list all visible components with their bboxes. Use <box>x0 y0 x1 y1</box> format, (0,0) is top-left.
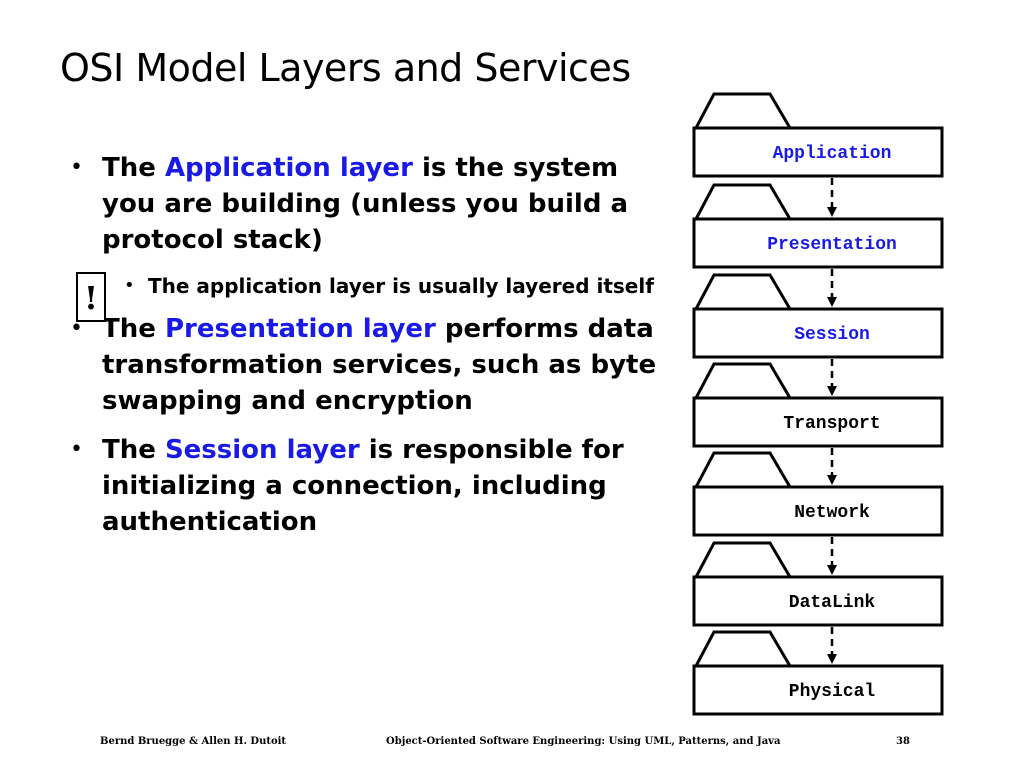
arrowhead-session <box>827 386 837 396</box>
bullet-text: is responsible for initializing a connec… <box>102 435 624 537</box>
layer-box-physical <box>692 664 944 716</box>
package-tab-application <box>694 92 792 129</box>
arrowhead-application <box>827 207 837 217</box>
layer-label-application: Application <box>773 144 892 164</box>
bullet-list: • The Application layer is the system yo… <box>70 150 680 553</box>
package-tab-physical <box>694 630 792 667</box>
slide-title: OSI Model Layers and Services <box>60 46 631 90</box>
layer-label-physical: Physical <box>789 682 876 702</box>
bullet-session: • The Session layer is responsible for i… <box>70 432 680 540</box>
layer-box-network <box>692 485 944 537</box>
bullet-dot: • <box>70 316 83 341</box>
bullet-pre: The <box>102 314 165 344</box>
bullet-highlight: Presentation layer <box>164 314 436 344</box>
package-tab-datalink <box>694 541 792 578</box>
bullet-text: is the system you are building (unless y… <box>102 153 629 255</box>
exclamation-note-icon: ! <box>76 272 106 322</box>
bullet-pre: The <box>102 435 165 465</box>
osi-layer-diagram: ApplicationPresentationSessionTransportN… <box>692 92 944 716</box>
sub-bullet-application: • The application layer is usually layer… <box>70 271 680 301</box>
package-tab-session <box>694 273 792 310</box>
bullet-highlight: Application layer <box>164 153 413 183</box>
layer-label-transport: Transport <box>783 414 880 434</box>
bullet-application: • The Application layer is the system yo… <box>70 150 680 258</box>
bullet-dot: • <box>70 437 83 462</box>
layer-box-presentation <box>692 217 944 269</box>
footer-book-title: Object-Oriented Software Engineering: Us… <box>386 736 781 747</box>
arrowhead-presentation <box>827 297 837 307</box>
arrowhead-transport <box>827 475 837 485</box>
layer-box-session <box>692 307 944 359</box>
footer-page-number: 38 <box>896 736 910 747</box>
package-tab-transport <box>694 362 792 399</box>
layer-label-datalink: DataLink <box>789 593 876 613</box>
bullet-presentation: • The Presentation layer performs data t… <box>70 311 680 419</box>
sub-bullet-text: The application layer is usually layered… <box>148 274 654 298</box>
arrowhead-network <box>827 565 837 575</box>
bullet-text: performs data transformation services, s… <box>102 314 657 416</box>
layer-label-session: Session <box>794 325 870 345</box>
footer-authors: Bernd Bruegge & Allen H. Dutoit <box>100 736 287 747</box>
bullet-highlight: Session layer <box>164 435 360 465</box>
package-tab-presentation <box>694 183 792 220</box>
layer-box-application <box>692 126 944 178</box>
bullet-dot: • <box>70 155 83 180</box>
bullet-pre: The <box>102 153 165 183</box>
layer-box-datalink <box>692 575 944 627</box>
arrowhead-datalink <box>827 654 837 664</box>
layer-label-network: Network <box>794 503 870 523</box>
layer-box-transport <box>692 396 944 448</box>
sub-bullet-dot: • <box>124 275 135 296</box>
layer-label-presentation: Presentation <box>767 235 897 255</box>
package-tab-network <box>694 451 792 488</box>
